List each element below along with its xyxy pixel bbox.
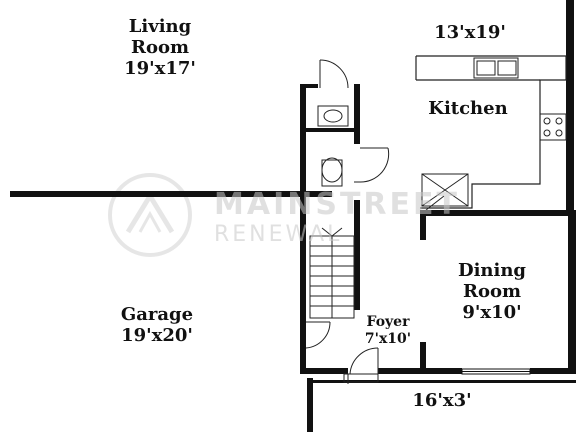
dining-room-size: 9'x10' [462, 302, 522, 323]
garage-size: 19'x20' [121, 325, 193, 346]
foyer-size: 7'x10' [364, 331, 412, 347]
stove-icon [539, 113, 567, 141]
foyer-name: Foyer [366, 314, 410, 330]
living-room-name-2: Room [130, 37, 190, 58]
garage-name: Garage [120, 304, 194, 325]
walls [10, 0, 576, 432]
garage-label: Garage 19'x20' [107, 304, 207, 346]
dining-room-label: Dining Room 9'x10' [442, 260, 542, 323]
porch-size-label: 16'x3' [412, 390, 472, 411]
watermark-logo [108, 173, 192, 257]
foyer-label: Foyer 7'x10' [356, 314, 420, 348]
kitchen-label: Kitchen [428, 98, 508, 119]
doors [305, 59, 445, 384]
toilet-icon [321, 157, 343, 187]
dining-room-name-2: Room [462, 281, 522, 302]
dining-room-name-1: Dining [457, 260, 527, 281]
stairs [309, 227, 355, 319]
bath-sink-icon [317, 105, 349, 127]
watermark-text-main: MAINSTREET [214, 187, 460, 222]
living-room-label: Living Room 19'x17' [110, 16, 210, 79]
living-room-name-1: Living [128, 16, 192, 37]
living-room-size: 19'x17' [124, 58, 196, 79]
watermark-text-sub: RENEWAL [214, 222, 343, 247]
kitchen-size-label: 13'x19' [434, 22, 506, 43]
refrigerator-icon [421, 173, 469, 207]
window-dining [461, 368, 531, 375]
kitchen-sink-icon [473, 57, 519, 79]
